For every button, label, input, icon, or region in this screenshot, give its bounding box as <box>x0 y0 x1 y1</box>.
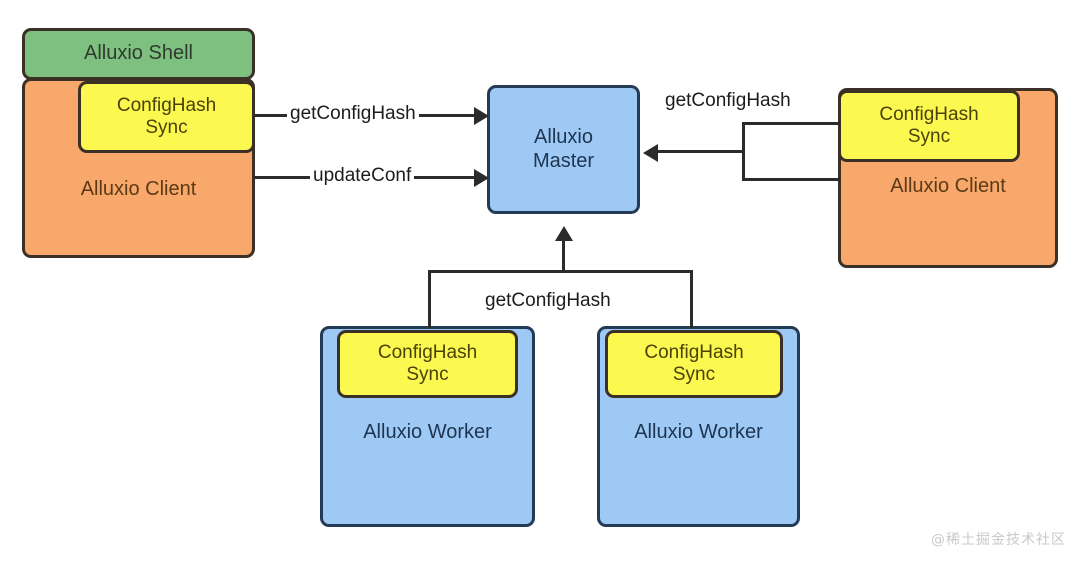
edge-client-right-gethash-line <box>658 150 744 153</box>
alluxio-shell-label: Alluxio Shell <box>84 42 193 65</box>
alluxio-worker-right-label: Alluxio Worker <box>634 421 763 443</box>
confighash-sync-client-left-line2: Sync <box>145 117 188 138</box>
edge-label-client-right-gethash: getConfigHash <box>662 90 794 112</box>
alluxio-worker-left-label: Alluxio Worker <box>363 421 492 443</box>
edge-label-workers-gethash: getConfigHash <box>482 290 614 312</box>
edge-client-right-bracket-bottom <box>742 178 840 181</box>
confighash-sync-worker-right-line1: ConfigHash <box>644 341 744 363</box>
alluxio-client-right-label: Alluxio Client <box>890 175 1006 197</box>
node-alluxio-master: Alluxio Master <box>487 85 640 214</box>
edge-label-client-left-gethash: getConfigHash <box>287 103 419 125</box>
alluxio-client-left-label: Alluxio Client <box>80 178 197 200</box>
node-confighash-sync-client-right: ConfigHash Sync <box>838 90 1020 162</box>
edge-client-right-bracket-top <box>742 122 840 125</box>
edge-client-left-updateconf-arrowhead <box>474 169 489 187</box>
confighash-sync-worker-left-line2: Sync <box>406 364 449 385</box>
edge-client-left-gethash-arrowhead <box>474 107 489 125</box>
node-confighash-sync-worker-left: ConfigHash Sync <box>337 330 518 398</box>
confighash-sync-client-right-line1: ConfigHash <box>879 103 979 125</box>
confighash-sync-client-left-line1: ConfigHash <box>116 94 217 116</box>
node-confighash-sync-worker-right: ConfigHash Sync <box>605 330 783 398</box>
edge-workers-gethash-arrowhead <box>555 226 573 241</box>
edge-workers-bracket-left-drop <box>428 270 431 328</box>
alluxio-master-line2: Master <box>532 149 595 172</box>
edge-workers-gethash-line <box>562 240 565 272</box>
confighash-sync-worker-right-line2: Sync <box>672 364 716 385</box>
edge-client-right-gethash-arrowhead <box>643 144 658 162</box>
node-confighash-sync-client-left: ConfigHash Sync <box>78 81 255 153</box>
edge-label-client-left-updateconf: updateConf <box>310 165 415 187</box>
watermark: @稀土掘金技术社区 <box>931 532 1066 548</box>
alluxio-master-line1: Alluxio <box>534 125 593 148</box>
node-alluxio-shell: Alluxio Shell <box>22 28 255 80</box>
edge-workers-bracket-horizontal <box>428 270 693 273</box>
confighash-sync-worker-left-line1: ConfigHash <box>377 341 478 363</box>
confighash-sync-client-right-line2: Sync <box>907 126 951 147</box>
edge-workers-bracket-right-drop <box>690 270 693 328</box>
